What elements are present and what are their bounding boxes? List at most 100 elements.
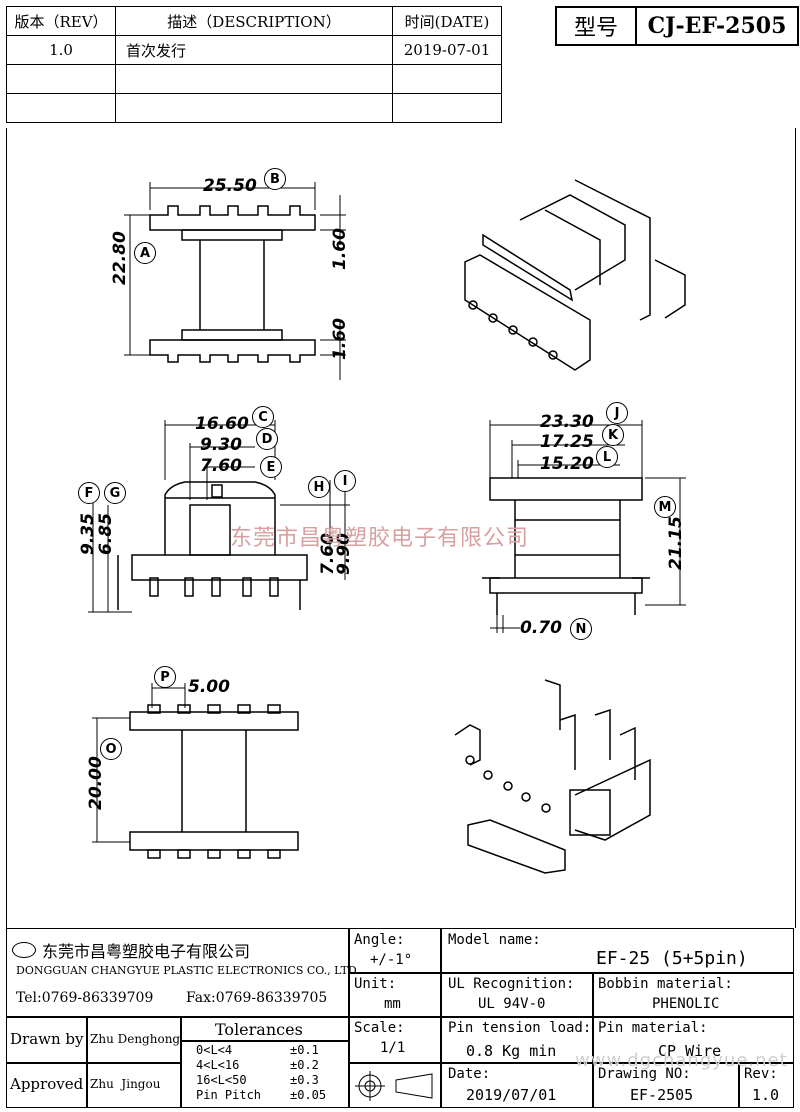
divider xyxy=(180,1040,348,1042)
tolerance-value: ±0.2 xyxy=(290,1058,319,1072)
date-value: 2019/07/01 xyxy=(466,1086,557,1104)
callout-L: L xyxy=(596,446,618,468)
tolerance-ranges: 0<L<4 4<L<16 16<L<50 Pin Pitch xyxy=(196,1043,261,1103)
approved-label: Approved xyxy=(10,1075,84,1093)
callout-K: K xyxy=(602,424,624,446)
divider xyxy=(6,1016,348,1018)
pin-material-label: Pin material: xyxy=(598,1020,708,1036)
callout-M: M xyxy=(654,496,676,518)
empty-cell xyxy=(392,93,502,123)
bobbin-value: PHENOLIC xyxy=(652,996,720,1012)
unit-value: mm xyxy=(384,996,401,1012)
divider xyxy=(348,1016,794,1018)
watermark-url: www.dgchangyue.net xyxy=(575,1050,788,1071)
side-view xyxy=(117,481,308,610)
dim-D: 9.30 xyxy=(200,435,242,455)
empty-cell xyxy=(115,93,393,123)
divider xyxy=(738,1062,740,1108)
watermark: 东莞市昌粤塑胶电子有限公司 xyxy=(230,526,530,551)
scale-label: Scale: xyxy=(354,1020,405,1036)
rev-header: 版本（REV） xyxy=(6,6,116,36)
tolerance-range: 4<L<16 xyxy=(196,1058,240,1072)
dim-N: 0.70 xyxy=(520,618,562,638)
callout-C: C xyxy=(252,406,274,428)
dim-A: 22.80 xyxy=(110,231,130,285)
rev-cell: 1.0 xyxy=(6,35,116,65)
tolerances-label: Tolerances xyxy=(215,1020,303,1039)
drawing-canvas xyxy=(88,179,686,874)
dim-P: 5.00 xyxy=(188,677,230,697)
empty-cell xyxy=(6,64,116,94)
pin-tension-label: Pin tension load: xyxy=(448,1020,592,1036)
angle-label: Angle: xyxy=(354,932,405,948)
iso-view-top xyxy=(464,179,686,371)
callout-H: H xyxy=(308,476,330,498)
tolerance-value: ±0.05 xyxy=(290,1088,327,1102)
company-cn: 东莞市昌粤塑胶电子有限公司 xyxy=(42,942,251,961)
unit-label: Unit: xyxy=(354,976,397,992)
drawing-frame xyxy=(6,128,796,928)
angle-value: +/-1° xyxy=(370,952,413,968)
dim-L: 15.20 xyxy=(540,454,594,474)
ul-label: UL Recognition: xyxy=(448,976,575,992)
callout-G: G xyxy=(104,482,126,504)
model-name-label: Model name: xyxy=(448,932,541,948)
empty-cell xyxy=(392,64,502,94)
tolerance-value: ±0.3 xyxy=(290,1073,319,1087)
end-view xyxy=(482,477,650,615)
ul-value: UL 94V-0 xyxy=(478,996,546,1012)
company-row: 东莞市昌粤塑胶电子有限公司 xyxy=(12,938,250,962)
tel: Tel:0769-86339709 xyxy=(16,990,154,1006)
callout-D: D xyxy=(256,428,278,450)
drawn-by-value: Zhu Denghong xyxy=(90,1032,181,1046)
tolerance-range: 16<L<50 xyxy=(196,1073,247,1087)
divider xyxy=(440,928,442,1108)
model-name-value: EF-25 (5+5pin) xyxy=(596,948,748,969)
approved-value: Zhu Jingou xyxy=(90,1077,161,1091)
company-logo-icon xyxy=(12,942,36,958)
drawing-no-label: Drawing NO: xyxy=(598,1066,691,1082)
callout-F: F xyxy=(78,482,100,504)
rev-value: 1.0 xyxy=(752,1086,780,1104)
bottom-view xyxy=(129,704,299,859)
divider xyxy=(592,972,594,1108)
iso-view-bottom xyxy=(454,679,651,874)
tolerance-value: ±0.1 xyxy=(290,1043,319,1057)
dim-O: 20.00 xyxy=(86,756,106,810)
desc-header: 描述（DESCRIPTION） xyxy=(115,6,393,36)
model-label: 型号 xyxy=(557,8,637,44)
date-label: Date: xyxy=(448,1066,491,1082)
pin-material-value: CP Wire xyxy=(658,1042,722,1060)
divider xyxy=(180,1016,182,1108)
divider xyxy=(348,972,794,974)
dim-top-flange: 1.60 xyxy=(330,228,350,270)
dim-M: 21.15 xyxy=(666,516,686,570)
tolerance-range: 0<L<4 xyxy=(196,1043,233,1057)
tolerance-range: Pin Pitch xyxy=(196,1088,262,1102)
dim-bottom-flange: 1.60 xyxy=(330,318,350,360)
divider xyxy=(348,928,350,1108)
fax: Fax:0769-86339705 xyxy=(186,990,328,1006)
company-en: DONGGUAN CHANGYUE PLASTIC ELECTRONICS CO… xyxy=(16,964,360,977)
dim-C: 16.60 xyxy=(195,414,249,434)
title-block xyxy=(6,928,794,1108)
callout-N: N xyxy=(570,618,592,640)
callout-A: A xyxy=(134,242,156,264)
dim-K: 17.25 xyxy=(540,432,594,452)
date-cell: 2019-07-01 xyxy=(392,35,502,65)
callout-J: J xyxy=(606,402,628,424)
callout-O: O xyxy=(100,738,122,760)
scale-value: 1/1 xyxy=(380,1040,406,1056)
dim-B: 25.50 xyxy=(203,176,257,196)
model-header: 型号 CJ-EF-2505 xyxy=(555,6,799,46)
callout-I: I xyxy=(334,470,356,492)
model-value: CJ-EF-2505 xyxy=(647,13,787,39)
pin-tension-value: 0.8 Kg min xyxy=(466,1042,557,1060)
projection-symbol-icon xyxy=(355,1071,433,1101)
bobbin-label: Bobbin material: xyxy=(598,976,733,992)
tolerance-values: ±0.1 ±0.2 ±0.3 ±0.05 xyxy=(290,1043,326,1103)
divider xyxy=(348,1062,794,1064)
callout-P: P xyxy=(154,666,176,688)
divider xyxy=(6,1062,180,1064)
dim-E: 7.60 xyxy=(200,456,242,476)
